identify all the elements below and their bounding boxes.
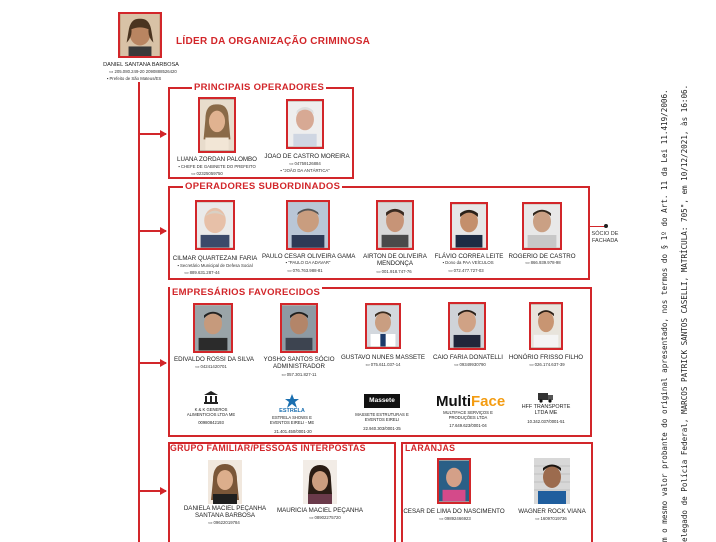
person-name: MAURICIA MACIEL PEÇANHA <box>276 507 364 514</box>
company-name: K & K GENEROS ALIMENTICIOS LTDA ME <box>186 407 236 418</box>
person-photo <box>522 202 562 250</box>
multiface-logo: MultiFace <box>436 393 506 410</box>
id-card-icon: ▭ <box>454 362 460 367</box>
person-name: EDIVALDO ROSSI DA SILVA <box>173 356 255 363</box>
estrela-logo-text: ESTRELA <box>279 408 305 414</box>
badge-icon: ▪ <box>177 263 181 268</box>
person-photo <box>365 303 401 349</box>
id-card-icon: ▭ <box>529 362 535 367</box>
person-name: CAIO FARIA DONATELLI <box>432 354 504 361</box>
person-name: PAULO CESAR OLIVEIRA GAMA <box>262 253 356 260</box>
familia-title: GRUPO FAMILIAR/PESSOAS INTERPOSTAS <box>170 443 366 453</box>
badge-icon: ▪ <box>285 260 289 265</box>
person-name: DANIELA MACIEL PEÇANHA SANTANA BARBOSA <box>183 505 267 520</box>
building-icon <box>203 390 219 404</box>
person-photo <box>286 200 330 250</box>
star-logo-icon <box>285 394 299 408</box>
company-name: MASSETE ESTRUTURAS E EVENTOS EIRELI <box>355 412 409 423</box>
person-photo <box>208 460 242 504</box>
laranjas-box <box>401 442 593 542</box>
authentication-text-2: elegado de Polícia Federal, MARCOS PATRI… <box>680 84 689 542</box>
id-card-icon: ▭ <box>287 268 293 273</box>
person-photo <box>195 200 235 250</box>
id-card-icon: ▭ <box>439 516 445 521</box>
principais-title: PRINCIPAIS OPERADORES <box>192 82 327 93</box>
person-photo <box>450 202 488 250</box>
familia-box <box>168 442 396 542</box>
leader-title: LÍDER DA ORGANIZAÇÃO CRIMINOSA <box>176 36 371 47</box>
id-card-icon: ▭ <box>309 515 315 520</box>
main-connector <box>138 82 140 542</box>
arrow-empresarios <box>160 359 167 367</box>
person-photo <box>448 302 486 350</box>
person-photo <box>376 200 414 250</box>
company-doc: 00980842193 <box>198 420 224 425</box>
id-card-icon: ▭ <box>448 268 454 273</box>
massete-logo: Massete <box>364 394 400 408</box>
person-photo <box>534 458 570 504</box>
company-doc: 10.342.037/0001-51 <box>527 419 565 424</box>
person-photo <box>437 458 471 504</box>
socio-connector <box>590 226 606 227</box>
person-name: GUSTAVO NUNES MASSETE <box>340 354 425 361</box>
badge-icon: ▪ <box>280 168 283 173</box>
id-card-icon: ▭ <box>281 372 287 377</box>
leader-photo <box>118 12 162 58</box>
id-card-icon: ▭ <box>525 260 531 265</box>
subordinados-title: OPERADORES SUBORDINADOS <box>183 181 343 192</box>
socio-dot-icon <box>604 224 608 228</box>
arrow-principais <box>160 130 167 138</box>
id-card-icon: ▭ <box>109 69 115 74</box>
company-doc: 22.940.303/0001-25 <box>363 426 401 431</box>
leader-doc: ▭ 205.080.249-20 2090888526420 <box>109 69 177 74</box>
id-card-icon: ▭ <box>195 364 201 369</box>
arrow-subordinados <box>160 227 167 235</box>
empresarios-title: EMPRESÁRIOS FAVORECIDOS <box>170 287 323 298</box>
person-name: ROGERIO DE CASTRO <box>508 253 576 260</box>
person-name: AIRTON DE OLIVEIRA MENDONÇA <box>363 253 427 268</box>
person-photo <box>286 99 324 149</box>
id-card-icon: ▭ <box>191 171 197 176</box>
person-name: CILMAR QUARTEZANI FARIA <box>172 255 258 262</box>
company-name: MULTIFACE SERVIÇOS E PRODUÇÕES LTDA <box>443 410 493 421</box>
id-card-icon: ▭ <box>208 520 214 525</box>
person-photo <box>303 460 337 504</box>
person-photo-icon <box>120 14 160 56</box>
badge-icon: ▪ <box>106 76 110 81</box>
arrow-familia <box>160 487 167 495</box>
subordinados-box <box>168 186 590 280</box>
truck-icon <box>538 390 554 403</box>
person-photo <box>280 303 318 353</box>
person-name: FLÁVIO CORREA LEITE <box>434 253 504 260</box>
badge-icon: ▪ <box>442 260 446 265</box>
id-card-icon: ▭ <box>365 362 371 367</box>
id-card-icon: ▭ <box>376 269 382 274</box>
person-name: CESAR DE LIMA DO NASCIMENTO <box>403 508 505 515</box>
company-name: ESTRELA SHOWS E EVENTOS EIRELI - ME <box>269 415 315 426</box>
person-name: HONÓRIO FRISSO FILHO <box>508 354 584 361</box>
empresarios-box <box>168 287 592 437</box>
leader-role: ▪ Prefeito de São Mateus/ES <box>106 76 162 81</box>
company-doc: 17.649.623/0001-04 <box>449 423 487 428</box>
person-photo <box>529 302 563 350</box>
authentication-text-1: m o mesmo valor probante do original apr… <box>660 89 669 542</box>
badge-icon: ▪ <box>178 164 181 169</box>
person-photo <box>198 97 236 153</box>
person-name: JOAO DE CASTRO MOREIRA <box>264 153 350 160</box>
company-name: HFF TRANSPORTE LTDA ME <box>521 404 571 417</box>
id-card-icon: ▭ <box>289 161 295 166</box>
person-photo <box>193 303 233 353</box>
leader-name: DANIEL SANTANA BARBOSA <box>103 62 179 68</box>
id-card-icon: ▭ <box>535 516 541 521</box>
id-card-icon: ▭ <box>184 270 190 275</box>
person-name: YOSHO SANTOS SÓCIO ADMINISTRADOR <box>263 356 335 371</box>
laranjas-title: LARANJAS <box>405 443 456 453</box>
socio-note: SÓCIO DE FACHADA <box>591 231 619 244</box>
person-name: LUANA ZORDAN PALOMBO <box>177 156 257 163</box>
person-name: WAGNER ROCK VIANA <box>518 508 586 515</box>
company-doc: 21.401.450/0001-20 <box>274 429 312 434</box>
